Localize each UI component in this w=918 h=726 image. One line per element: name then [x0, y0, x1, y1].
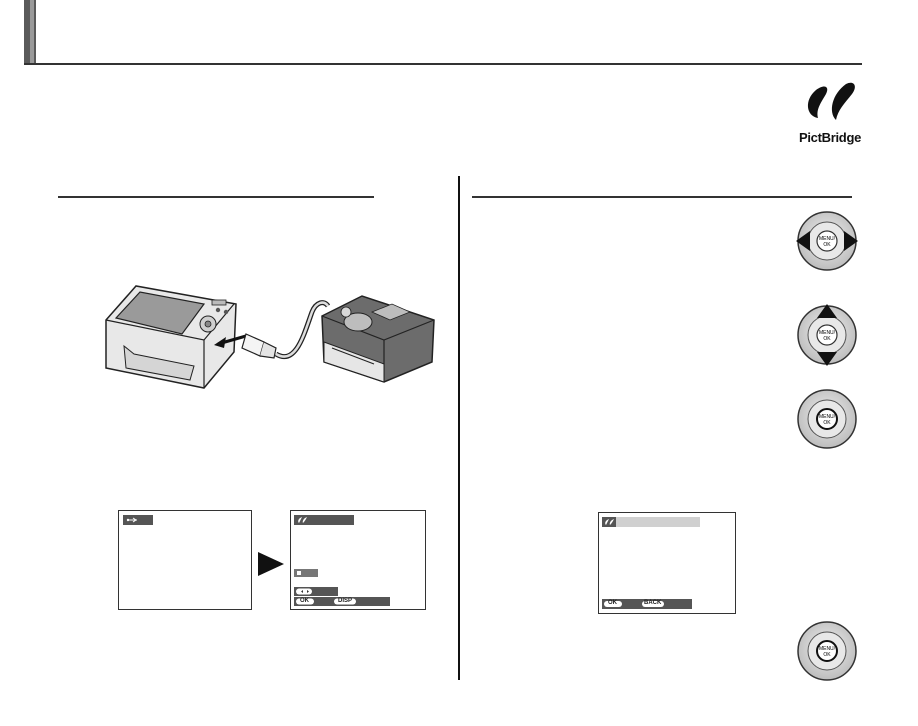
- ok-label: OK: [823, 652, 831, 658]
- pictbridge-icon: [294, 515, 354, 525]
- camera-screen-back: OK BACK: [598, 512, 736, 614]
- usb-icon: [123, 515, 153, 525]
- pictbridge-logo: PictBridge: [799, 82, 861, 145]
- disp-key-label: DISP: [338, 598, 353, 604]
- header-accent-stripe: [30, 0, 34, 64]
- column-divider: [458, 176, 460, 680]
- menu-label: MENU/: [819, 646, 836, 652]
- dpad-up-down-icon: MENU/ OK: [797, 304, 857, 366]
- camera-screen-usb: [118, 510, 252, 610]
- menu-label: MENU/: [819, 236, 836, 242]
- header-rule: [24, 63, 862, 65]
- back-key-label: BACK: [644, 600, 662, 606]
- ok-key-label: OK: [300, 598, 309, 604]
- dpad-left-right-icon: MENU/ OK: [796, 211, 858, 271]
- ok-label: OK: [823, 242, 831, 248]
- camera-screen-pictbridge: OK DISP: [290, 510, 426, 610]
- menu-label: MENU/: [819, 330, 836, 336]
- dpad-menu-ok-icon: MENU/ OK: [797, 389, 857, 449]
- left-section-rule: [58, 196, 374, 198]
- camera-printer-illustration: [105, 285, 435, 389]
- ok-label: OK: [823, 336, 831, 342]
- selection-bar: [294, 569, 318, 577]
- ok-label: OK: [823, 420, 831, 426]
- right-section-rule: [472, 196, 852, 198]
- ok-key-label: OK: [608, 600, 617, 606]
- next-arrow-icon: [258, 552, 284, 576]
- screen-footer: [602, 599, 692, 609]
- dpad-menu-ok-icon: MENU/ OK: [797, 621, 857, 681]
- menu-label: MENU/: [819, 414, 836, 420]
- screen-footer: [294, 587, 390, 606]
- pictbridge-logo-text: PictBridge: [799, 130, 861, 145]
- pictbridge-icon: [602, 517, 700, 527]
